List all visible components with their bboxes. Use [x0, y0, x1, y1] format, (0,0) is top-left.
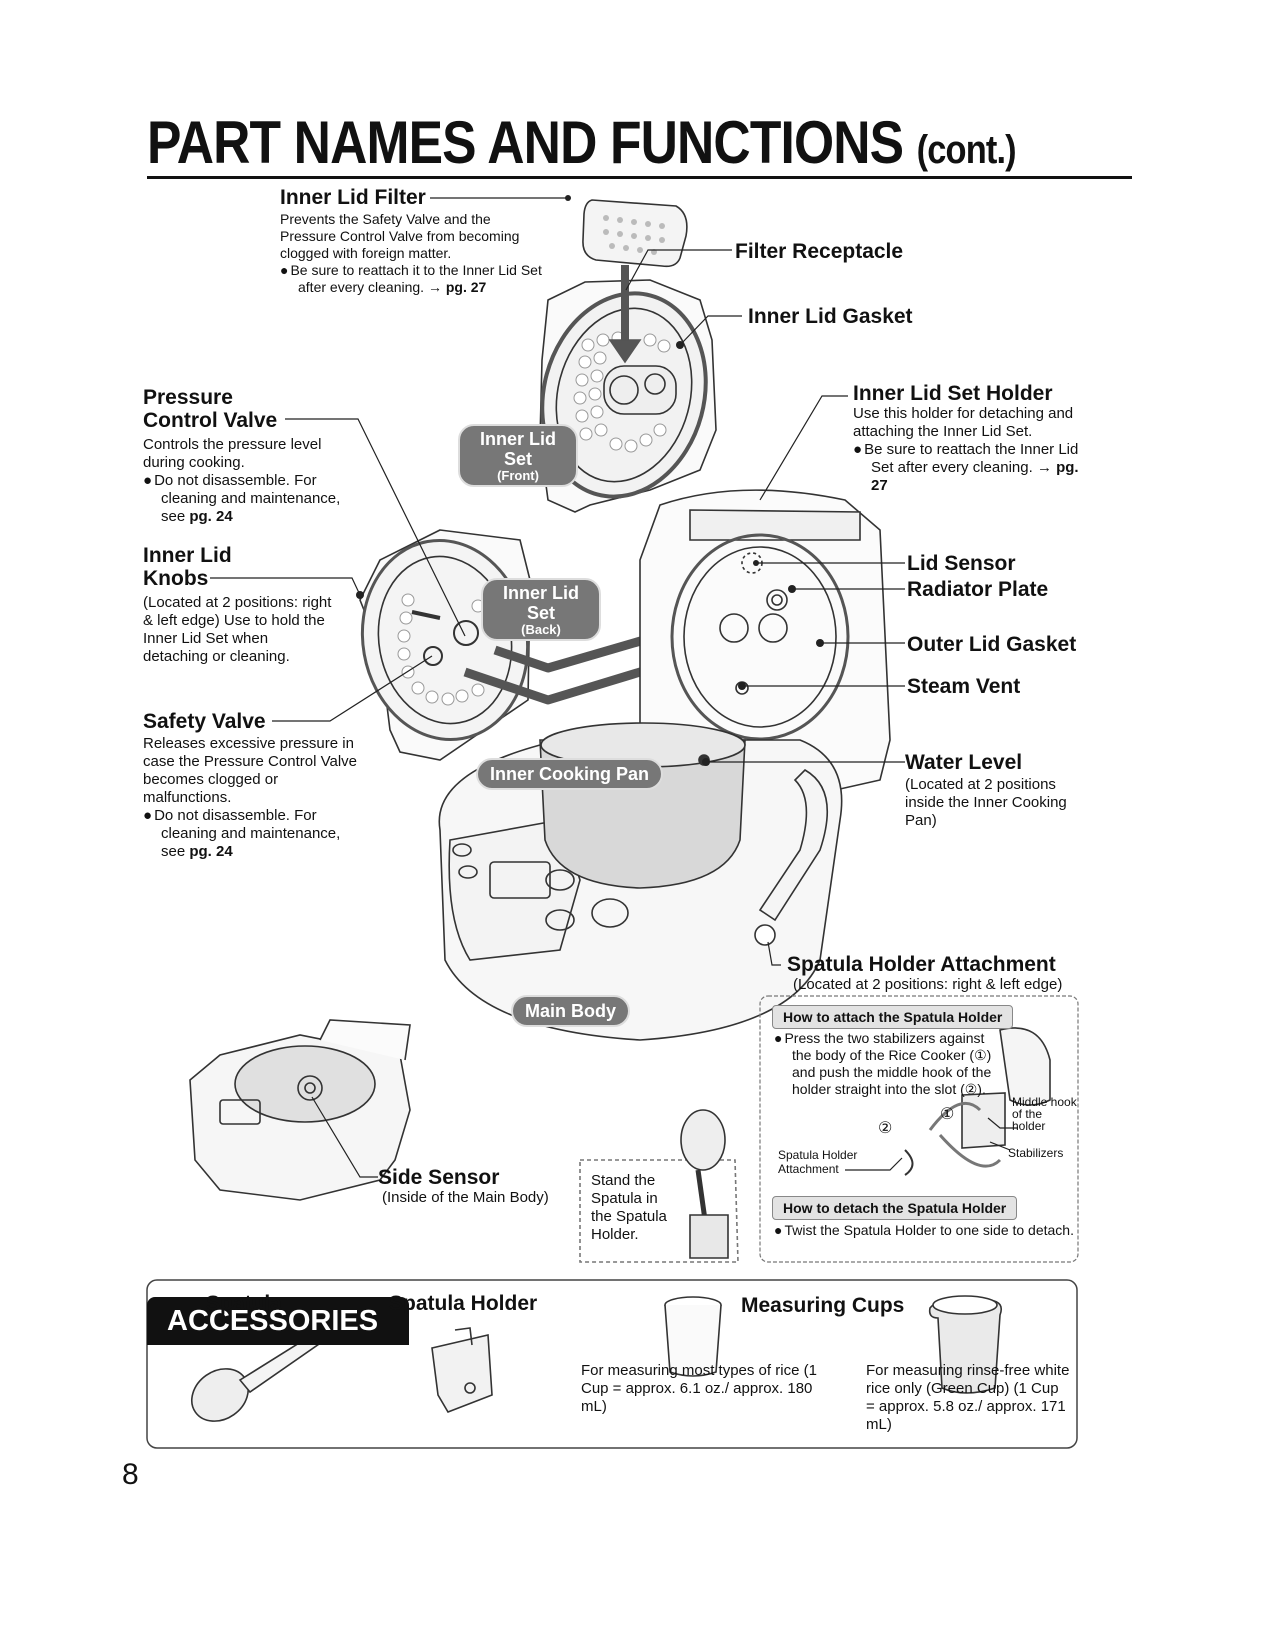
inner-lid-filter-ref: pg. 27	[445, 279, 487, 295]
accessory-spatula-label: Spatula	[206, 1292, 282, 1315]
inner-lid-filter-illustration	[582, 199, 688, 268]
inner-lid-knobs-title-2: Knobs	[143, 567, 209, 590]
inner-lid-knobs-desc: (Located at 2 positions: right & left ed…	[143, 594, 332, 665]
inner-lid-gasket-label: Inner Lid Gasket	[748, 305, 913, 328]
pressure-control-valve-ref: pg. 24	[189, 508, 233, 525]
cup2-desc: For measuring rinse-free white rice only…	[866, 1362, 1070, 1433]
accessory-holder-illustration	[431, 1327, 493, 1413]
stand-spatula-illustration	[579, 1109, 739, 1263]
cup1-desc: For measuring most types of rice (1 Cup …	[581, 1362, 817, 1415]
spatula-holder-attachment-desc: (Located at 2 positions: right & left ed…	[793, 976, 1063, 993]
steam-vent-label: Steam Vent	[907, 675, 1021, 698]
inner-lid-set-holder-desc: Use this holder for detaching and attach…	[853, 405, 1074, 440]
accessory-cup1-illustration	[664, 1296, 722, 1377]
marker-1: ①	[940, 1106, 955, 1123]
side-sensor-label: Side Sensor (Inside of the Main Body)	[378, 1166, 549, 1207]
side-sensor-title: Side Sensor	[378, 1166, 500, 1189]
outer-lid-gasket-label: Outer Lid Gasket	[907, 633, 1077, 656]
safety-valve-label: Safety Valve Releases excessive pressure…	[143, 710, 363, 861]
water-level-desc: (Located at 2 positions inside the Inner…	[905, 776, 1067, 829]
inner-lid-filter-title: Inner Lid Filter	[280, 186, 426, 209]
attach-text: Press the two stabilizers against the bo…	[774, 1030, 997, 1098]
inner-lid-set-holder-label: Inner Lid Set Holder Use this holder for…	[853, 382, 1083, 495]
side-sensor-desc: (Inside of the Main Body)	[382, 1189, 549, 1206]
title-rule	[147, 176, 1132, 179]
inner-lid-set-holder-title: Inner Lid Set Holder	[853, 382, 1053, 405]
filter-receptacle-label: Filter Receptacle	[735, 240, 904, 263]
safety-valve-note: Do not disassemble. For cleaning and mai…	[143, 807, 363, 861]
stabilizers-label: Stabilizers	[1008, 1146, 1064, 1160]
main-body-illustration	[438, 722, 843, 1041]
leader-dots	[356, 195, 824, 766]
lid-sensor-label: Lid Sensor	[907, 552, 1016, 575]
safety-valve-ref: pg. 24	[189, 843, 233, 860]
page-title: PART NAMES AND FUNCTIONS (cont.)	[147, 108, 1017, 177]
pressure-control-valve-title-2: Control Valve	[143, 409, 278, 432]
inner-cooking-pan-pill: Inner Cooking Pan	[476, 758, 664, 790]
attach-heading: How to attach the Spatula Holder	[772, 1005, 1014, 1029]
spatula-holder-attachment-title: Spatula Holder Attachment	[787, 953, 1056, 976]
page-title-suffix: (cont.)	[916, 128, 1017, 172]
accessory-spatula-holder-label: Spatula Holder	[389, 1292, 538, 1315]
attachment-label: Spatula Holder Attachment	[778, 1148, 858, 1176]
stand-note: Stand the Spatula in the Spatula Holder.	[591, 1172, 667, 1243]
radiator-plate-label: Radiator Plate	[907, 578, 1049, 601]
inner-lid-front-illustration	[539, 279, 717, 513]
spatula-holder-attach-illustration	[904, 1027, 1051, 1176]
safety-valve-title: Safety Valve	[143, 710, 266, 733]
page-title-main: PART NAMES AND FUNCTIONS	[147, 109, 904, 176]
small-cooker-illustration	[189, 1019, 411, 1201]
inner-lid-knobs-label: Inner Lid Knobs (Located at 2 positions:…	[143, 544, 333, 666]
inner-lid-filter-note: Be sure to reattach it to the Inner Lid …	[280, 262, 550, 296]
leader-lines	[210, 197, 1018, 1178]
water-level-title: Water Level	[905, 751, 1023, 774]
inner-lid-front-pill: Inner Lid Set (Front)	[458, 424, 578, 487]
water-level-label: Water Level (Located at 2 positions insi…	[905, 751, 1085, 830]
inner-lid-back-pill-line1: Inner Lid Set	[503, 583, 579, 623]
page-number: 8	[122, 1458, 139, 1491]
safety-valve-desc: Releases excessive pressure in case the …	[143, 735, 357, 806]
inner-lid-back-pill-line2: (Back)	[521, 622, 561, 637]
inner-lid-back-pill: Inner Lid Set (Back)	[481, 578, 601, 641]
inner-lid-front-pill-line2: (Front)	[497, 468, 539, 483]
inner-lid-set-holder-ref: pg. 27	[871, 459, 1079, 494]
accessory-cup2-illustration	[928, 1295, 1003, 1394]
pressure-control-valve-desc: Controls the pressure level during cooki…	[143, 436, 322, 471]
inner-lid-filter-label: Inner Lid Filter Prevents the Safety Val…	[280, 186, 550, 296]
accessories-box	[146, 1279, 1078, 1449]
spatula-holder-attachment-label: Spatula Holder Attachment (Located at 2 …	[787, 953, 1062, 994]
inner-lid-front-pill-line1: Inner Lid Set	[480, 429, 556, 469]
detach-heading: How to detach the Spatula Holder	[772, 1196, 1018, 1220]
inner-lid-set-holder-note: Be sure to reattach the Inner Lid Set af…	[853, 441, 1083, 495]
inner-lid-filter-desc: Prevents the Safety Valve and the Pressu…	[280, 211, 520, 261]
detach-text: Twist the Spatula Holder to one side to …	[774, 1222, 1082, 1239]
accessories-heading: ACCESSORIES	[147, 1297, 409, 1345]
middle-hook-label: Middle hook of the holder	[1012, 1095, 1077, 1133]
pressure-control-valve-label: Pressure Control Valve Controls the pres…	[143, 386, 363, 526]
pressure-control-valve-title-1: Pressure	[143, 386, 233, 409]
main-body-pill: Main Body	[511, 995, 631, 1027]
spatula-info-box	[759, 995, 1079, 1263]
inner-lid-knobs-title-1: Inner Lid	[143, 544, 232, 567]
accessory-measuring-cups-label: Measuring Cups	[741, 1294, 905, 1317]
pressure-control-valve-note: Do not disassemble. For cleaning and mai…	[143, 472, 363, 526]
marker-2: ②	[878, 1120, 893, 1137]
inner-lid-back-illustration	[359, 529, 531, 761]
